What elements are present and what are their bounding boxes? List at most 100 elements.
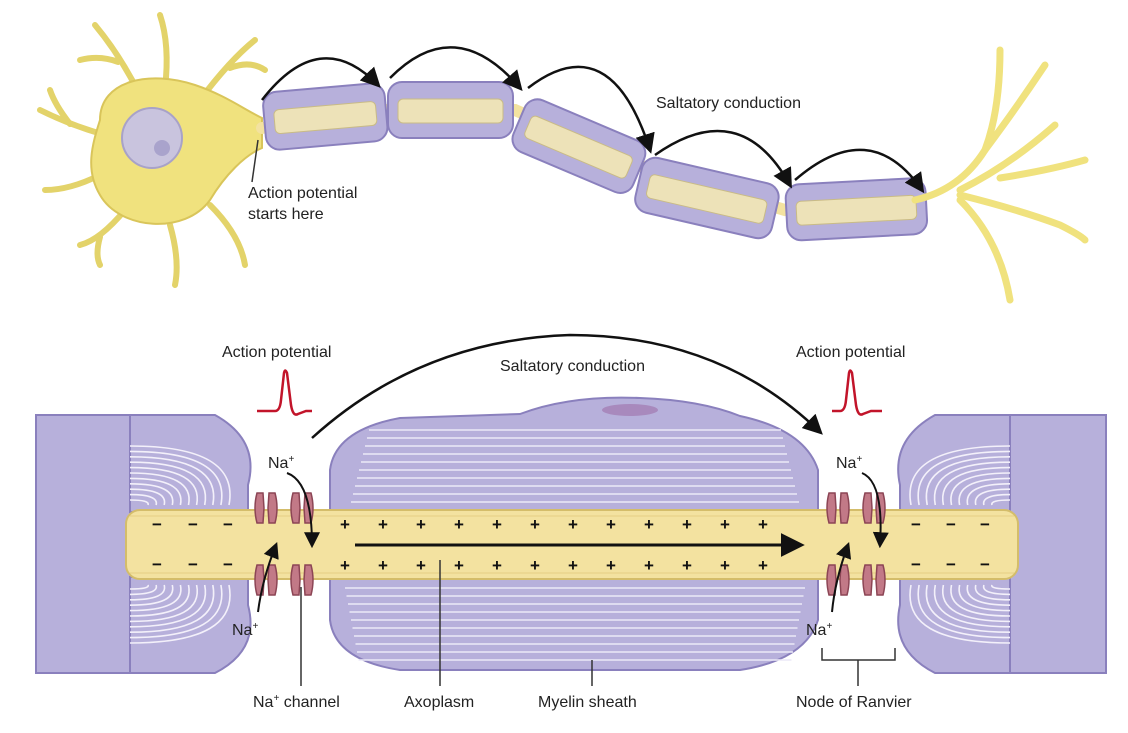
- sodium-channel: [254, 492, 278, 524]
- myelin-lamella: [982, 584, 1011, 596]
- myelin-sheath-label: Myelin sheath: [538, 694, 637, 711]
- myelin-lamella: [129, 584, 199, 623]
- sodium-channels: [254, 492, 886, 596]
- myelin-lamella: [129, 466, 199, 506]
- negative-charge: −: [223, 555, 233, 574]
- myelin-lamella: [917, 450, 1011, 506]
- sodium-channel: [290, 564, 314, 596]
- positive-charge: +: [720, 556, 730, 575]
- action-potential-label-right: Action potential: [796, 344, 905, 361]
- jump-arrow: [261, 57, 381, 101]
- myelin-lamella: [909, 584, 1011, 644]
- myelin-lamellae-left: [129, 445, 231, 644]
- negative-charge: −: [911, 555, 921, 574]
- positive-charge: +: [340, 556, 350, 575]
- positive-charge: +: [530, 515, 540, 534]
- myelin-lamella: [129, 584, 158, 596]
- jump-arrow: [794, 148, 925, 194]
- myelin-sheath-left: [129, 414, 252, 674]
- negative-charge: −: [152, 555, 162, 574]
- node-of-ranvier-label: Node of Ranvier: [796, 694, 912, 711]
- myelin-lamella: [966, 483, 1011, 506]
- nucleolus: [154, 140, 170, 156]
- positive-charge: +: [378, 556, 388, 575]
- myelin-lamella: [991, 499, 1011, 506]
- myelin-sheath-center: [329, 396, 819, 671]
- myelin-sheath-right: [897, 414, 1011, 674]
- positive-charge: +: [606, 556, 616, 575]
- negative-charge: −: [188, 555, 198, 574]
- sodium-ion-label: Na+: [836, 454, 862, 472]
- myelin-lamella: [129, 493, 158, 506]
- myelin-lamella: [129, 461, 207, 506]
- schwann-nucleus: [602, 404, 658, 416]
- myelin-lamella: [129, 584, 207, 628]
- myelin-lamella: [941, 584, 1011, 623]
- myelin-lamella: [909, 445, 1011, 506]
- action-potential-label-left: Action potential: [222, 344, 331, 361]
- membrane-charges: −−−−−−−−−−−−++++++++++++++++++++++++: [152, 515, 990, 575]
- negative-charge: −: [152, 515, 162, 534]
- positive-charge: +: [492, 556, 502, 575]
- negative-charge: −: [223, 515, 233, 534]
- myelin-lamella: [958, 477, 1011, 506]
- sodium-channel: [862, 564, 886, 596]
- positive-charge: +: [644, 556, 654, 575]
- myelin-lamella: [129, 584, 174, 606]
- myelin-lamella: [129, 445, 231, 506]
- myelin-lamella: [129, 450, 223, 506]
- myelin-lamella: [129, 584, 190, 617]
- start-pointer-line: [251, 139, 259, 183]
- negative-charge: −: [980, 515, 990, 534]
- myelin-lamellae-center: [345, 429, 805, 661]
- positive-charge: +: [492, 515, 502, 534]
- positive-charge: +: [530, 556, 540, 575]
- myelin-lamella: [974, 584, 1011, 601]
- bottom-conduction-label: Saltatory conduction: [500, 358, 645, 375]
- negative-charge: −: [188, 515, 198, 534]
- myelin-segment: [262, 82, 389, 151]
- sodium-channel: [826, 564, 850, 596]
- positive-charge: +: [568, 515, 578, 534]
- myelin-lamella: [129, 584, 231, 644]
- sodium-ion-label: Na+: [268, 454, 294, 472]
- myelin-lamella: [129, 488, 166, 506]
- top-axon: [256, 81, 929, 242]
- myelin-lamella: [925, 456, 1011, 506]
- negative-charge: −: [946, 515, 956, 534]
- myelin-lamella: [129, 499, 149, 506]
- positive-charge: +: [758, 556, 768, 575]
- myelin-lamella: [129, 584, 149, 590]
- myelin-segment: [634, 156, 780, 240]
- myelin-lamella: [129, 584, 182, 612]
- axon-sleeve-left: [35, 414, 137, 674]
- axoplasm-label: Axoplasm: [404, 694, 474, 711]
- positive-charge: +: [644, 515, 654, 534]
- myelin-lamella: [129, 456, 215, 506]
- myelin-lamella: [958, 584, 1011, 612]
- top-neuron-panel: Saltatory conduction Action potential st…: [37, 12, 1089, 304]
- myelin-lamella: [129, 483, 174, 506]
- positive-charge: +: [758, 515, 768, 534]
- sodium-influx-arrows: [257, 472, 889, 613]
- positive-charge: +: [606, 515, 616, 534]
- sodium-channel: [826, 492, 850, 524]
- start-label: Action potential: [248, 185, 357, 202]
- positive-charge: +: [378, 515, 388, 534]
- positive-charge: +: [720, 515, 730, 534]
- negative-charge: −: [911, 515, 921, 534]
- myelin-lamella: [950, 584, 1011, 617]
- myelin-lamella: [129, 584, 223, 639]
- axon-terminals: [911, 46, 1089, 304]
- myelin-lamella: [933, 461, 1011, 506]
- myelin-lamella: [974, 488, 1011, 506]
- action-potential-trace-left: [257, 369, 312, 416]
- negative-charge: −: [980, 555, 990, 574]
- myelin-lamella: [941, 466, 1011, 506]
- myelin-lamella: [925, 584, 1011, 633]
- callout-lines: [300, 560, 896, 686]
- myelin-lamella: [991, 584, 1011, 590]
- myelin-lamella: [966, 584, 1011, 606]
- bottom-node-panel: −−−−−−−−−−−−++++++++++++++++++++++++ Sal…: [35, 333, 1107, 711]
